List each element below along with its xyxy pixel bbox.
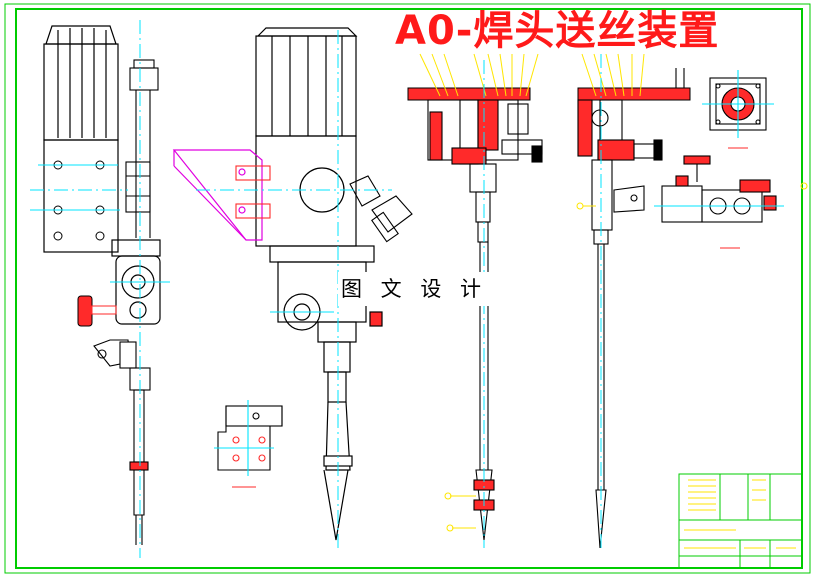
side-gearbox (269, 245, 383, 541)
gearbox-body (43, 139, 119, 253)
top-detail (702, 70, 774, 149)
section-a-a (407, 53, 543, 548)
section-a-body (427, 99, 543, 541)
front-centerlines (30, 20, 170, 558)
adjust-knob (77, 295, 117, 327)
side-motor (255, 27, 358, 247)
section-b-top-plate (577, 87, 691, 101)
spring-column (125, 59, 159, 238)
signature-grid-icon (684, 529, 796, 549)
section-b-b (576, 53, 691, 552)
detail-plate (214, 400, 283, 488)
torch-bracket (93, 339, 151, 545)
watermark-label: 图 文 设 计 (338, 272, 490, 306)
front-view (30, 20, 170, 558)
side-bolts-red (235, 165, 271, 219)
section-a-leaders (419, 53, 539, 532)
revision-table-icon (688, 479, 766, 511)
motor-fins (43, 25, 119, 141)
gearbox-bolts (53, 160, 105, 241)
mounting-bracket (172, 149, 263, 241)
section-b-body (577, 68, 685, 549)
drawing-title: A0-焊头送丝装置 (395, 8, 720, 54)
valve-detail (654, 155, 808, 249)
inner-border (15, 8, 803, 569)
title-block (678, 473, 803, 569)
wire-inlet (349, 175, 413, 243)
outer-border (4, 3, 811, 574)
section-b-leaders (576, 53, 645, 210)
